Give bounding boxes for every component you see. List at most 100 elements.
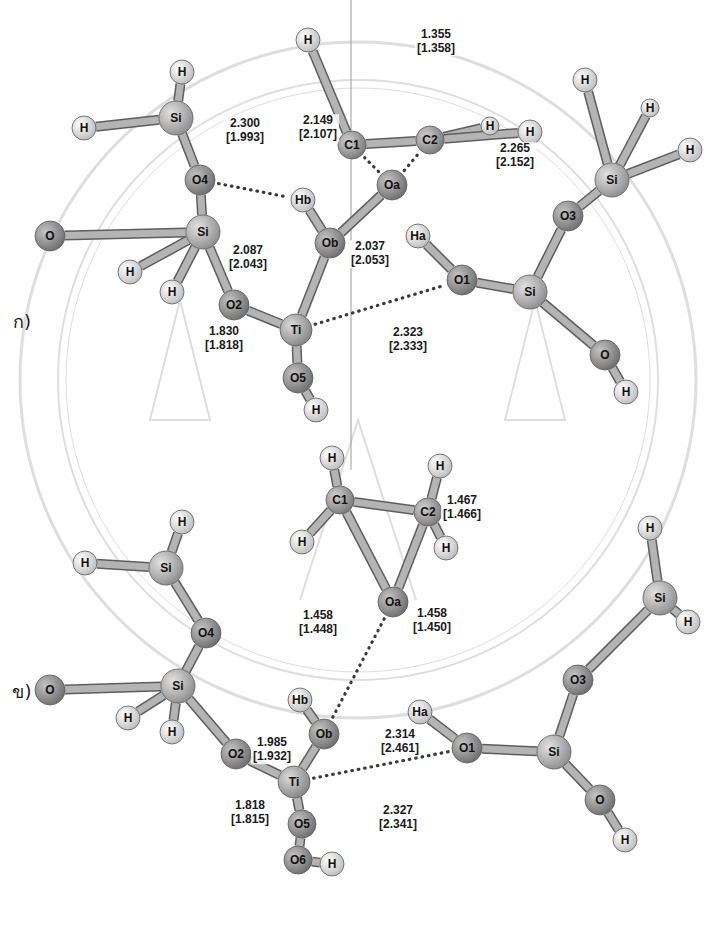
interaction-line: [404, 154, 418, 171]
atom-circle: Hb: [287, 687, 313, 713]
atom-fill: [481, 117, 499, 135]
bond-length: 2.323 [2.333]: [387, 326, 429, 354]
bond-stick: [189, 699, 226, 743]
atom-fill: [447, 265, 477, 295]
atom-circle: H: [572, 67, 598, 93]
atom-fill: [326, 486, 354, 514]
bond-length: 2.037 [2.053]: [349, 240, 391, 268]
atom-fill: [149, 551, 183, 585]
atom-circle: O5: [287, 809, 317, 839]
atom-circle: H: [295, 27, 321, 53]
bond-core: [310, 510, 331, 533]
atom-fill: [338, 131, 366, 159]
bond-core: [608, 813, 619, 830]
bond-outline: [248, 311, 281, 324]
atom-circle: H: [677, 137, 703, 163]
bond-outline: [172, 533, 178, 552]
bond-core: [297, 798, 299, 811]
atom-fill: [614, 380, 638, 404]
atom-fill: [186, 215, 220, 249]
atom-symbol: O: [600, 349, 609, 361]
atom-fill: [288, 810, 316, 838]
atom-circle: O2: [218, 289, 250, 321]
atom-circle: C2: [413, 497, 443, 527]
atom-symbol: H: [646, 102, 655, 114]
atom-circle: H: [159, 719, 185, 745]
atom-symbol: Si: [197, 226, 208, 238]
bond-stick: [589, 610, 648, 669]
atom-symbol: Ob: [316, 728, 333, 740]
atom-circle: H: [517, 119, 543, 145]
atom-symbol: O2: [228, 748, 244, 760]
bond-outline: [305, 391, 310, 399]
atom-fill: [288, 688, 312, 712]
bond-core: [97, 564, 149, 567]
atom-symbol: H: [298, 536, 307, 548]
atom-fill: [378, 587, 408, 617]
bond-core: [398, 525, 422, 588]
bond-stick: [588, 92, 607, 164]
bond-core: [312, 858, 320, 866]
atom-fill: [170, 510, 194, 534]
bond-stick: [538, 229, 562, 276]
atom-circle: Ha: [407, 699, 433, 725]
bond-core: [172, 533, 178, 552]
atom-circle: Si: [160, 668, 196, 704]
atom-fill: [290, 530, 314, 554]
atom-circle: O1: [451, 732, 483, 764]
bond-outline: [312, 857, 320, 868]
bond-core: [444, 133, 518, 139]
bond-outline: [566, 764, 590, 789]
atom-symbol: H: [304, 34, 313, 46]
bond-stick: [201, 195, 202, 215]
bond-core: [296, 838, 304, 846]
bond-core: [354, 502, 414, 510]
bond-outline: [292, 346, 303, 363]
bond-stick: [248, 311, 281, 324]
atom-symbol: Ha: [412, 706, 427, 718]
atom-fill: [643, 581, 677, 615]
bond-outline: [178, 247, 196, 281]
atom-fill: [563, 665, 593, 695]
atom-circle: H: [640, 98, 660, 118]
atom-fill: [185, 165, 215, 195]
atom-fill: [428, 454, 452, 478]
bond-stick: [354, 502, 414, 510]
bond-outline: [398, 525, 422, 588]
atom-circle: H: [675, 609, 701, 635]
atom-symbol: H: [581, 74, 590, 86]
bond-stick: [210, 248, 228, 292]
atom-symbol: Si: [160, 562, 171, 574]
atom-fill: [170, 60, 194, 84]
atom-circle: O: [34, 674, 66, 706]
bond-outline: [96, 120, 159, 127]
bond-core: [482, 749, 537, 752]
divider-line: [351, 0, 352, 470]
bond-stick: [175, 582, 198, 620]
atom-symbol: H: [646, 522, 655, 534]
bond-core: [366, 141, 416, 144]
bond-core: [566, 764, 590, 789]
atom-fill: [118, 260, 142, 284]
atom-symbol: O3: [570, 674, 586, 686]
bond-core: [477, 283, 513, 289]
atom-symbol: O1: [454, 274, 470, 286]
bond-core: [189, 699, 226, 743]
interaction-line: [219, 184, 288, 197]
bond-outline: [346, 512, 386, 588]
atom-circle: Hb: [290, 187, 316, 213]
atom-symbol: H: [126, 266, 135, 278]
bond-outline: [201, 195, 202, 215]
bond-stick: [652, 540, 658, 581]
atom-fill: [406, 224, 430, 248]
atom-fill: [296, 28, 320, 52]
bond-core: [138, 695, 164, 711]
bond-core: [334, 470, 337, 486]
bond-stick: [65, 687, 161, 690]
bond-outline: [673, 609, 679, 614]
atom-circle: H: [117, 259, 143, 285]
bond-core: [174, 703, 176, 720]
bond-outline: [295, 838, 306, 846]
bond-core: [434, 525, 440, 538]
